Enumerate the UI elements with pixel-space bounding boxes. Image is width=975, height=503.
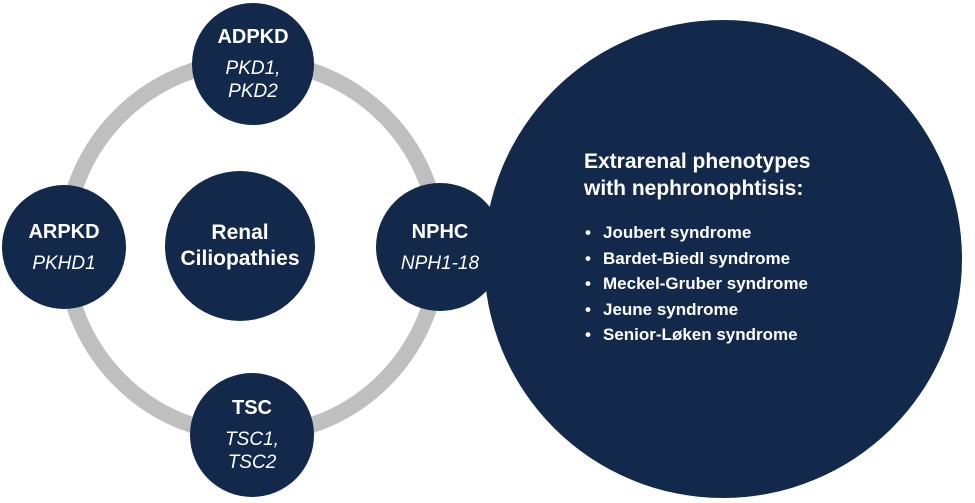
bullet-icon: • xyxy=(585,248,591,268)
renal-ciliopathies-center-node: Renal Ciliopathies xyxy=(165,171,315,321)
phenotype-list: • Joubert syndrome • Bardet-Biedl syndrome… xyxy=(584,220,808,348)
phenotype-item-label: Jeune syndrome xyxy=(603,299,739,319)
bullet-icon: • xyxy=(585,223,591,242)
arpkd-node: ARPKD PKHD1 xyxy=(2,185,126,309)
arpkd-genes: PKHD1 xyxy=(32,252,96,274)
nphc-label: NPHC xyxy=(411,220,469,243)
tsc-node: TSC TSC1, TSC2 xyxy=(190,373,314,497)
nphc-genes: NPH1-18 xyxy=(400,252,480,274)
phenotype-item-meckel-gruber: • Meckel-Gruber syndrome xyxy=(584,271,808,297)
tsc-gene-line-2: TSC2 xyxy=(227,452,277,473)
tsc-gene-line-1: TSC1, xyxy=(225,429,279,450)
phenotype-item-senior-loken: • Senior-Løken syndrome xyxy=(584,322,808,348)
phenotypes-heading-line-2: with nephronophtisis: xyxy=(584,177,804,200)
tsc-genes: TSC1, TSC2 xyxy=(225,428,279,474)
phenotype-item-label: Joubert syndrome xyxy=(603,223,752,242)
phenotypes-heading-line-1: Extrarenal phenotypes xyxy=(584,150,811,173)
phenotype-item-label: Bardet-Biedl syndrome xyxy=(603,248,791,268)
extrarenal-phenotypes-panel: Extrarenal phenotypes with nephronophtis… xyxy=(484,20,962,498)
adpkd-label: ADPKD xyxy=(217,26,289,48)
bullet-icon: • xyxy=(585,299,591,319)
phenotypes-heading: Extrarenal phenotypes with nephronophtis… xyxy=(584,148,924,202)
nphc-node: NPHC NPH1-18 xyxy=(376,183,504,311)
adpkd-gene-line-2: PKD2 xyxy=(228,81,278,102)
phenotype-item-joubert: • Joubert syndrome xyxy=(584,220,808,246)
phenotype-item-jeune: • Jeune syndrome xyxy=(584,297,808,323)
adpkd-node: ADPKD PKD1, PKD2 xyxy=(192,3,314,125)
bullet-icon: • xyxy=(585,325,591,344)
phenotype-item-label: Meckel-Gruber syndrome xyxy=(603,274,809,293)
phenotype-item-label: Senior-Løken syndrome xyxy=(603,325,798,344)
tsc-label: TSC xyxy=(232,397,272,419)
center-title-line-1: Renal xyxy=(211,221,269,244)
bullet-icon: • xyxy=(585,274,591,293)
adpkd-genes: PKD1, PKD2 xyxy=(226,57,281,103)
arpkd-label: ARPKD xyxy=(28,220,100,243)
phenotype-item-bardet-biedl: • Bardet-Biedl syndrome xyxy=(584,246,808,272)
center-title-line-2: Ciliopathies xyxy=(180,247,300,270)
adpkd-gene-line-1: PKD1, xyxy=(225,58,281,79)
